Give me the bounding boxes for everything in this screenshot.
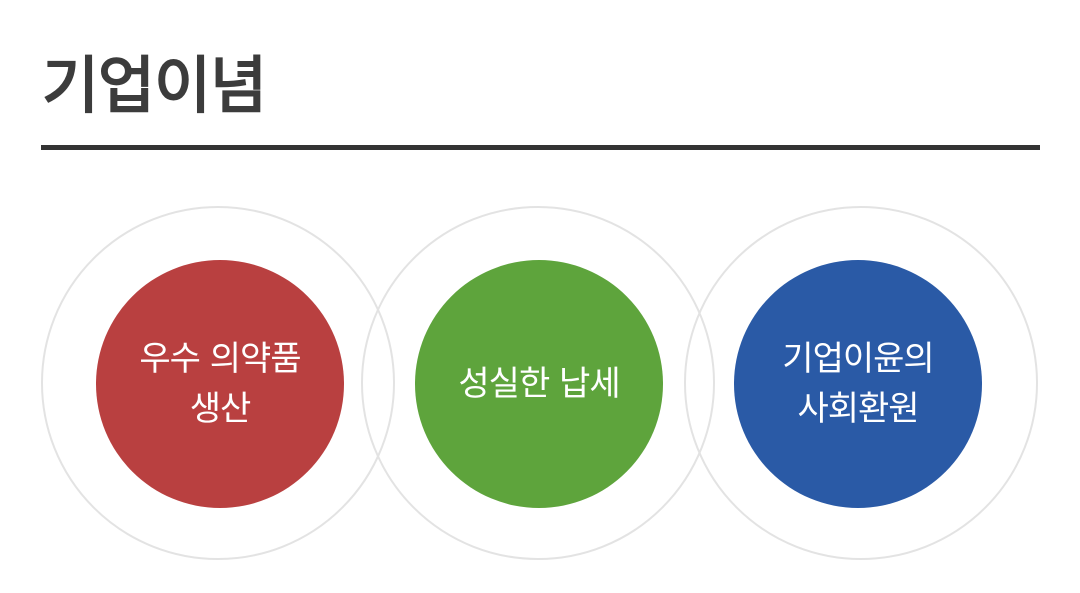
value-ring-3	[684, 206, 1038, 560]
value-circle-quality-medicine: 우수 의약품 생산	[96, 260, 344, 508]
value-circle-honest-tax: 성실한 납세	[415, 260, 663, 508]
value-label-line1: 성실한 납세	[458, 364, 620, 404]
value-label-line1: 기업이윤의	[782, 339, 934, 379]
value-circle-social-return: 기업이윤의 사회환원	[734, 260, 982, 508]
value-label-line2: 사회환원	[797, 389, 919, 429]
title-divider	[41, 145, 1040, 150]
page-title: 기업이념	[42, 49, 267, 122]
value-label-line2: 생산	[189, 389, 252, 429]
value-label-line1: 우수 의약품	[139, 339, 301, 379]
